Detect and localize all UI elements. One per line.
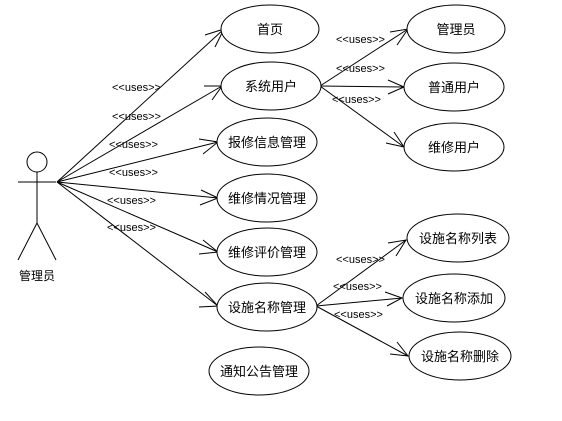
usecase-xitongyonghu[interactable]: 系统用户 bbox=[220, 61, 322, 111]
usecase-ellipse bbox=[216, 173, 318, 223]
usecase-ellipse bbox=[208, 346, 310, 396]
uses-label: <<uses>> bbox=[334, 309, 383, 321]
edge-to-tianjia bbox=[315, 297, 403, 307]
xitongyonghu-edges bbox=[319, 28, 410, 148]
usecase-label: 设施名称添加 bbox=[415, 291, 493, 307]
usecase-label: 普通用户 bbox=[428, 80, 480, 96]
edge-to-weixiuqingkuang bbox=[56, 181, 219, 199]
uses-label: <<uses>> bbox=[333, 281, 382, 293]
usecase-ellipse bbox=[220, 4, 320, 54]
usecase-ellipse bbox=[220, 61, 322, 111]
sheshimingcheng-edges bbox=[315, 239, 410, 357]
usecase-ellipse bbox=[403, 62, 505, 112]
edge-to-weixiupingjia bbox=[56, 181, 219, 253]
usecase-tongzhi[interactable]: 通知公告管理 bbox=[208, 346, 310, 396]
actor-figure bbox=[17, 151, 57, 261]
usecase-ellipse bbox=[403, 122, 505, 172]
uses-label: <<uses>> bbox=[336, 63, 385, 75]
actor-label: 管理员 bbox=[19, 268, 55, 283]
uses-label: <<uses>> bbox=[336, 254, 385, 266]
usecase-ellipse bbox=[406, 4, 506, 54]
usecase-label: 系统用户 bbox=[245, 79, 297, 95]
edge-to-putongyonghu bbox=[319, 85, 405, 88]
usecase-label: 维修评价管理 bbox=[228, 246, 306, 261]
arrowhead-tianjia bbox=[384, 291, 404, 307]
usecase-label: 管理员 bbox=[436, 23, 475, 38]
arrowhead-shanchu bbox=[389, 341, 410, 357]
edge-to-baoxiu bbox=[56, 141, 219, 183]
edge-to-weixiuyonghu bbox=[319, 85, 405, 148]
usecase-weixiuyonghu[interactable]: 维修用户 bbox=[403, 122, 505, 172]
usecase-label: 通知公告管理 bbox=[220, 364, 298, 380]
edge-to-shanchu bbox=[315, 305, 409, 357]
usecase-shouye[interactable]: 首页 bbox=[220, 4, 320, 54]
usecase-guanliyuan[interactable]: 管理员 bbox=[406, 4, 506, 54]
uses-label: <<uses>> bbox=[107, 222, 156, 234]
uses-label: <<uses>> bbox=[332, 94, 381, 106]
usecase-weixiuqingkuang[interactable]: 维修情况管理 bbox=[216, 173, 318, 223]
usecase-label: 维修用户 bbox=[428, 140, 480, 156]
actor-right-leg bbox=[36, 222, 57, 261]
usecase-ellipse bbox=[406, 213, 510, 263]
edge-to-xitongyonghu bbox=[56, 85, 223, 183]
usecase-label: 首页 bbox=[257, 23, 283, 38]
actor-head bbox=[26, 151, 48, 173]
usecase-sheshimingcheng[interactable]: 设施名称管理 bbox=[216, 282, 318, 332]
actor-left-leg bbox=[17, 222, 38, 261]
uses-label: <<uses>> bbox=[107, 195, 156, 207]
edge-to-liebiao bbox=[315, 239, 407, 307]
usecase-putongyonghu[interactable]: 普通用户 bbox=[403, 62, 505, 112]
arrowhead-sheshimingcheng bbox=[198, 291, 220, 308]
usecase-baoxiu[interactable]: 报修信息管理 bbox=[216, 117, 318, 167]
edge-to-guanliyuan bbox=[319, 28, 409, 87]
usecase-label: 维修情况管理 bbox=[228, 192, 306, 207]
usecase-label: 设施名称删除 bbox=[421, 349, 499, 365]
usecase-ellipse bbox=[402, 273, 506, 323]
uses-label: <<uses>> bbox=[109, 139, 158, 151]
uses-label: <<uses>> bbox=[112, 82, 161, 94]
usecase-label: 报修信息管理 bbox=[228, 135, 306, 151]
usecase-shanchu[interactable]: 设施名称删除 bbox=[408, 331, 512, 381]
arrowhead-weixiupingjia bbox=[198, 239, 220, 255]
usecase-ellipse bbox=[408, 331, 512, 381]
usecase-weixiupingjia[interactable]: 维修评价管理 bbox=[216, 227, 318, 277]
uses-label: <<uses>> bbox=[336, 34, 385, 46]
edge-to-shouye bbox=[56, 28, 225, 183]
arrowhead-liebiao bbox=[387, 239, 408, 257]
usecase-ellipse bbox=[216, 227, 318, 277]
arrowhead-guanliyuan bbox=[389, 28, 410, 46]
uses-label: <<uses>> bbox=[109, 167, 158, 179]
usecase-ellipse bbox=[216, 117, 318, 167]
usecase-ellipse bbox=[216, 282, 318, 332]
usecase-liebiao[interactable]: 设施名称列表 bbox=[406, 213, 510, 263]
edge-to-sheshimingcheng bbox=[56, 181, 219, 307]
usecase-label: 设施名称列表 bbox=[419, 231, 497, 247]
uses-labels: <<uses>> <<uses>> <<uses>> <<uses>> <<us… bbox=[107, 34, 385, 321]
uses-label: <<uses>> bbox=[112, 111, 161, 123]
usecase-tianjia[interactable]: 设施名称添加 bbox=[402, 273, 506, 323]
usecase-label: 设施名称管理 bbox=[228, 300, 306, 316]
